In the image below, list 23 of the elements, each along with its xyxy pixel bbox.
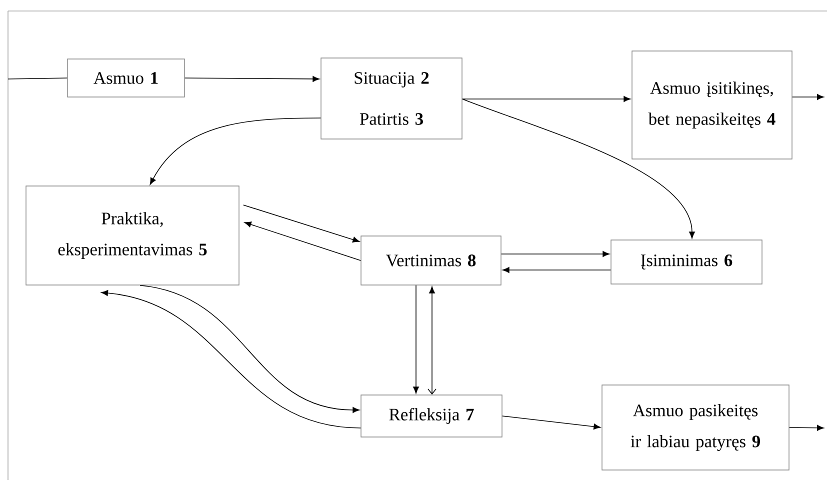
arrow <box>101 290 362 428</box>
process-box: Asmuo įsitikinęs, bet nepasikeitęs 4 <box>632 50 792 160</box>
process-box: Refleksija 7 <box>360 394 502 438</box>
arrow <box>462 96 631 102</box>
arrow <box>502 267 612 273</box>
arrow <box>462 98 695 239</box>
arrow <box>140 284 360 413</box>
arrow <box>788 424 824 431</box>
arrow <box>500 251 610 257</box>
arrow <box>242 204 360 243</box>
process-box: Situacija 2 Patirtis 3 <box>320 58 462 140</box>
arrow <box>150 118 322 185</box>
arrow <box>184 76 320 82</box>
process-box: Asmuo 1 <box>67 58 185 98</box>
arrow <box>413 284 419 394</box>
arrow <box>428 286 436 395</box>
process-box: Asmuo pasikeitęs ir labiau patyręs 9 <box>602 384 790 470</box>
arrow <box>502 416 601 430</box>
arrow <box>244 222 362 261</box>
arrow <box>792 94 824 100</box>
process-box: Įsiminimas 6 <box>610 240 762 284</box>
process-box: Vertinimas 8 <box>360 236 502 286</box>
process-box: Praktika, eksperimentavimas 5 <box>26 186 240 286</box>
